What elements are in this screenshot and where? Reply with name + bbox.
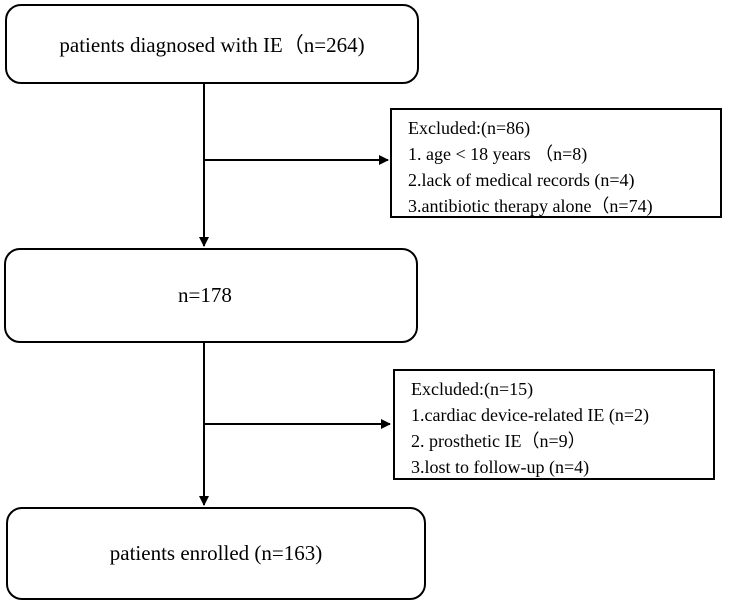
enrolled-label: patients enrolled (n=163) xyxy=(109,541,323,565)
remaining-box: n=178 xyxy=(4,248,418,343)
exclusion1-item: 3.antibiotic therapy alone（n=74) xyxy=(408,196,653,216)
exclusion2-item: 3.lost to follow-up (n=4) xyxy=(411,457,590,477)
exclusion-box-2: Excluded:(n=15) 1.cardiac device-related… xyxy=(393,369,715,480)
exclusion-box-1: Excluded:(n=86) 1. age < 18 years （n=8) … xyxy=(390,108,722,218)
diagnosed-box: patients diagnosed with IE（n=264) xyxy=(5,4,419,84)
diagnosed-label: patients diagnosed with IE（n=264) xyxy=(59,33,365,57)
exclusion1-item: 1. age < 18 years （n=8) xyxy=(408,144,588,164)
exclusion2-item: 1.cardiac device-related IE (n=2) xyxy=(411,405,650,425)
exclusion1-item: 2.lack of medical records (n=4) xyxy=(408,170,635,190)
exclusion2-header: Excluded:(n=15) xyxy=(411,379,534,399)
enrolled-box: patients enrolled (n=163) xyxy=(6,507,426,600)
exclusion2-item: 2. prosthetic IE（n=9） xyxy=(411,431,586,451)
remaining-label: n=178 xyxy=(178,283,232,307)
exclusion1-header: Excluded:(n=86) xyxy=(408,118,531,138)
